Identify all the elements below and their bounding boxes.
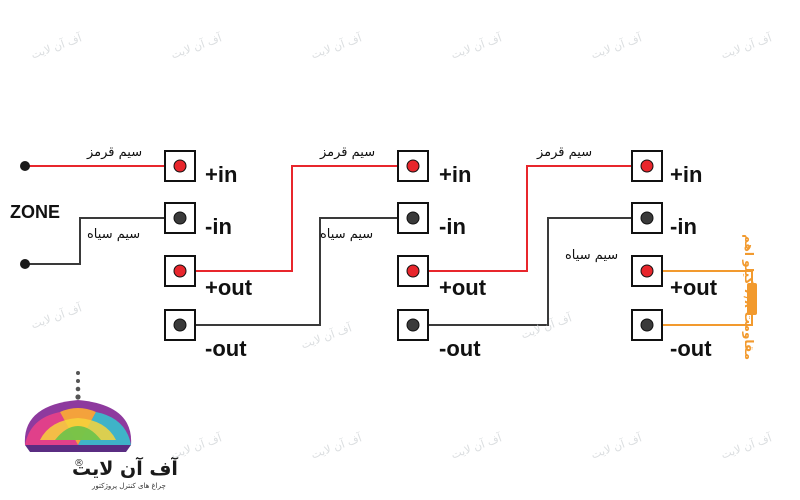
terminal-dot-minus-out-1 [173,318,187,332]
wire-label-red-2: سیم قرمز [320,145,376,160]
red-wire-link-2 [413,165,632,272]
terminal-label-plus-in-2: +in [439,162,472,187]
red-wire-link-1 [180,165,398,272]
terminal-dot-plus-in-2 [406,159,420,173]
terminal-label-plus-in-3: +in [670,162,703,187]
terminal-dot-plus-in-3 [640,159,654,173]
terminal-dot-plus-out-2 [406,264,420,278]
wire-label-red-3: سیم قرمز [537,145,593,160]
black-wire-link-2 [413,217,632,326]
resistor [747,283,757,315]
terminal-dot-minus-out-3 [640,318,654,332]
zone-dot-bottom [20,259,30,269]
terminal-label-minus-out-1: -out [205,336,247,361]
terminal-box-minus-out-2 [397,309,429,341]
terminal-dot-minus-in-3 [640,211,654,225]
logo-registered: ® [74,458,84,469]
terminal-label-plus-out-2: +out [439,275,487,300]
terminal-dot-plus-out-1 [173,264,187,278]
terminal-dot-minus-out-2 [406,318,420,332]
terminal-label-minus-out-3: -out [670,336,712,361]
wire-label-black-3: سیم سیاه [565,248,619,263]
terminal-label-plus-out-1: +out [205,275,253,300]
terminal-box-minus-in-2 [397,202,429,234]
terminal-dot-minus-in-2 [406,211,420,225]
logo-icon [24,371,132,452]
wire-label-black-2: سیم سیاه [320,227,374,242]
terminal-label-minus-out-2: -out [439,336,481,361]
terminal-label-minus-in-2: -in [439,214,466,239]
resistor-label: مقاومت ۶/۸ کیلو اهم [742,234,756,360]
terminal-dot-plus-out-3 [640,264,654,278]
logo-name: آف آن لایت [72,458,178,480]
terminal-label-plus-in-1: +in [205,162,238,187]
zone-dot-top [20,161,30,171]
terminal-label-plus-out-3: +out [670,275,718,300]
zone-label: ZONE [10,202,61,222]
terminal-label-minus-in-3: -in [670,214,697,239]
wire-label-black-1: سیم سیاه [87,227,141,242]
black-wire-link-1 [180,217,398,326]
terminal-box-minus-out-3 [631,309,663,341]
terminal-dot-plus-in-1 [173,159,187,173]
wire-label-red-1: سیم قرمز [87,145,143,160]
logo-tagline: چراغ های کنترل پروژکتور [92,482,166,490]
terminal-dot-minus-in-1 [173,211,187,225]
black-wire-zone [25,217,165,265]
terminal-label-minus-in-1: -in [205,214,232,239]
